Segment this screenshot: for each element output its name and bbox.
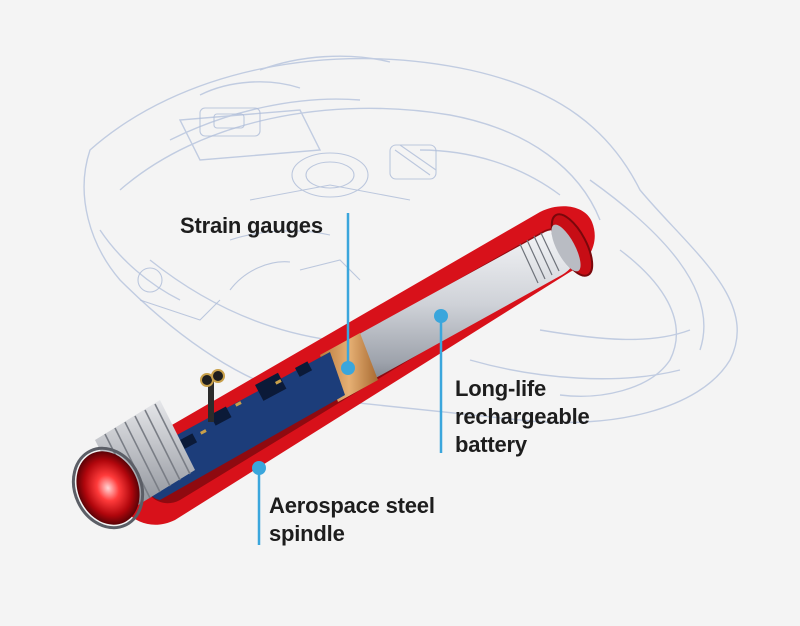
label-line: Strain gauges [180,213,323,238]
label-strain-gauges: Strain gauges [180,212,323,240]
label-spindle: Aerospace steel spindle [269,492,435,548]
pedal-mechanism-outline [137,107,437,321]
leader-dots [252,309,448,475]
spindle [71,206,595,530]
pedal-body-outline [83,55,738,424]
spindle-end-light [76,451,140,525]
leader-lines [257,213,443,545]
label-line: rechargeable [455,404,590,429]
label-line: battery [455,432,527,457]
charging-contacts [200,369,225,422]
label-line: Long-life [455,376,547,401]
label-line: Aerospace steel [269,493,435,518]
label-line: spindle [269,521,345,546]
battery [330,229,578,395]
pcb-components [180,361,313,449]
label-battery: Long-life rechargeable battery [455,375,590,459]
